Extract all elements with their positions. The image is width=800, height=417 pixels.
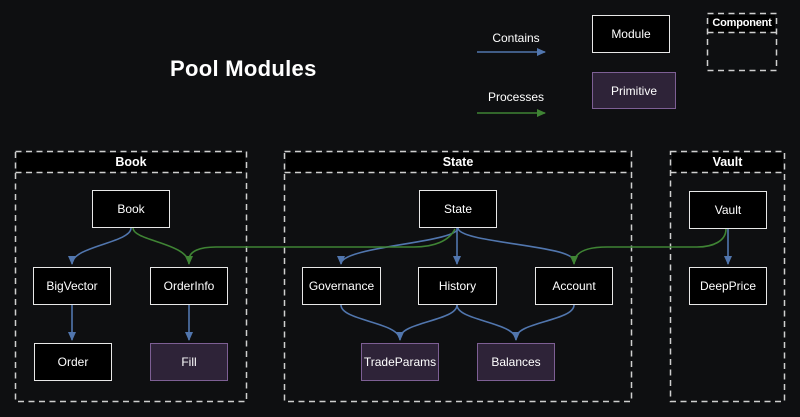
node-governance: Governance xyxy=(302,267,381,305)
edge-history-balances xyxy=(456,304,520,341)
node-orderinfo: OrderInfo xyxy=(150,267,228,305)
node-history: History xyxy=(418,267,497,305)
book-container-title: Book xyxy=(115,155,147,169)
edge-state-governance xyxy=(337,227,459,265)
node-bigvector: BigVector xyxy=(33,267,111,305)
edge-book-orderinfo xyxy=(132,227,193,265)
page-title: Pool Modules xyxy=(170,56,317,81)
node-tradeparams: TradeParams xyxy=(361,343,439,381)
node-deepprice: DeepPrice xyxy=(689,267,767,305)
legend-processes-label: Processes xyxy=(487,90,545,104)
edge-state-orderinfo xyxy=(188,228,456,261)
node-order: Order xyxy=(34,343,112,381)
edge-history-tradeparams xyxy=(399,304,458,339)
edge-vault-account xyxy=(570,228,727,265)
edge-governance-tradeparams xyxy=(340,304,404,341)
vault-container-title: Vault xyxy=(712,155,743,169)
node-vault: Vault xyxy=(689,191,767,229)
legend-module-sample: Module xyxy=(592,15,670,53)
edge-book-bigvector xyxy=(68,227,132,265)
node-balances: Balances xyxy=(477,343,555,381)
edge-account-balances xyxy=(515,304,575,339)
edge-state-account xyxy=(457,227,575,262)
node-state: State xyxy=(419,190,497,228)
legend-component-label: Component xyxy=(712,17,772,29)
legend-contains-label: Contains xyxy=(492,31,540,45)
node-book: Book xyxy=(92,190,170,228)
state-container-title: State xyxy=(442,155,474,169)
legend-primitive-sample: Primitive xyxy=(592,72,676,109)
node-fill: Fill xyxy=(150,343,228,381)
node-account: Account xyxy=(535,267,613,305)
